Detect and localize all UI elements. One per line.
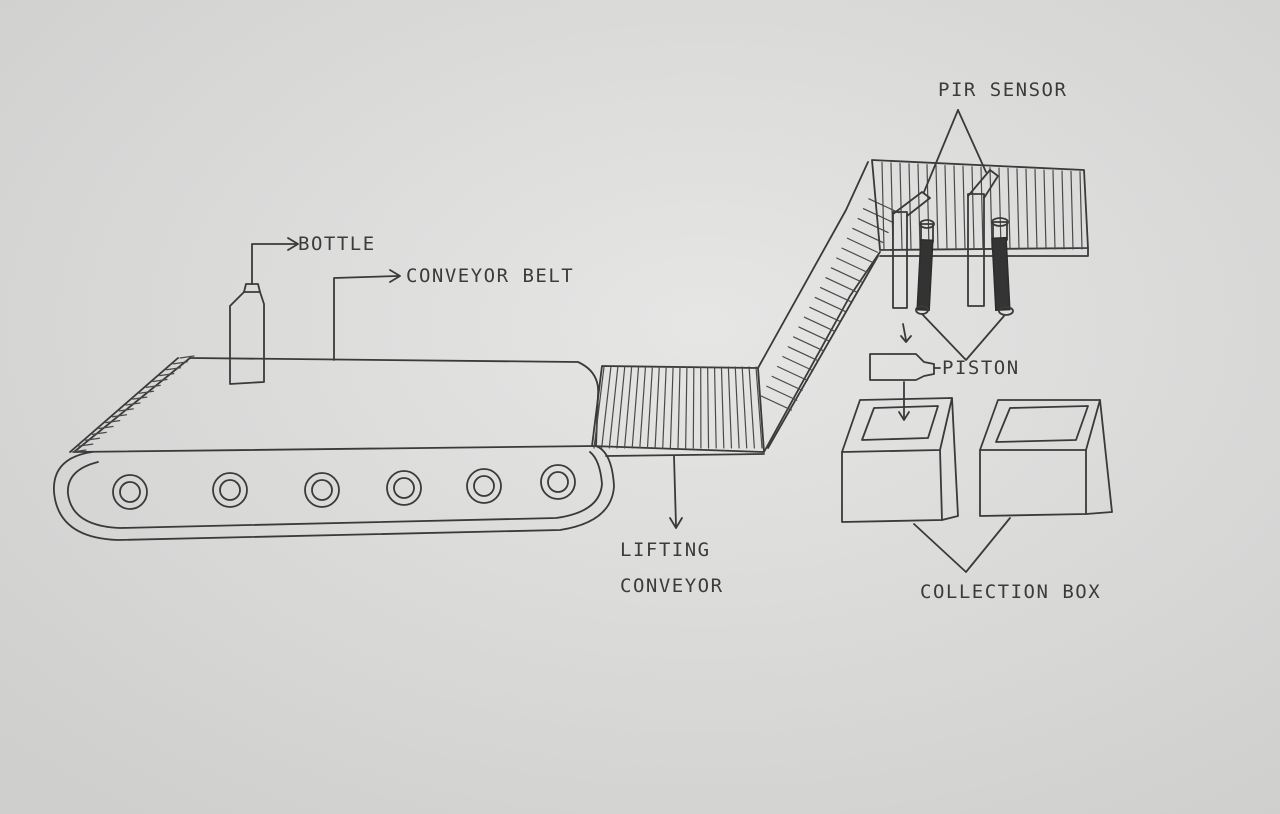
conveyor-belt-label: CONVEYOR BELT bbox=[406, 265, 574, 287]
bottle-label: BOTTLE bbox=[298, 233, 376, 255]
lifting-conveyor-label-line1: LIFTING bbox=[620, 539, 711, 561]
piston-label: PISTON bbox=[942, 357, 1020, 379]
lifting-conveyor-label-line2: CONVEYOR bbox=[620, 575, 724, 597]
pir-sensor-label: PIR SENSOR bbox=[938, 79, 1067, 101]
collection-box-label: COLLECTION BOX bbox=[920, 581, 1101, 603]
